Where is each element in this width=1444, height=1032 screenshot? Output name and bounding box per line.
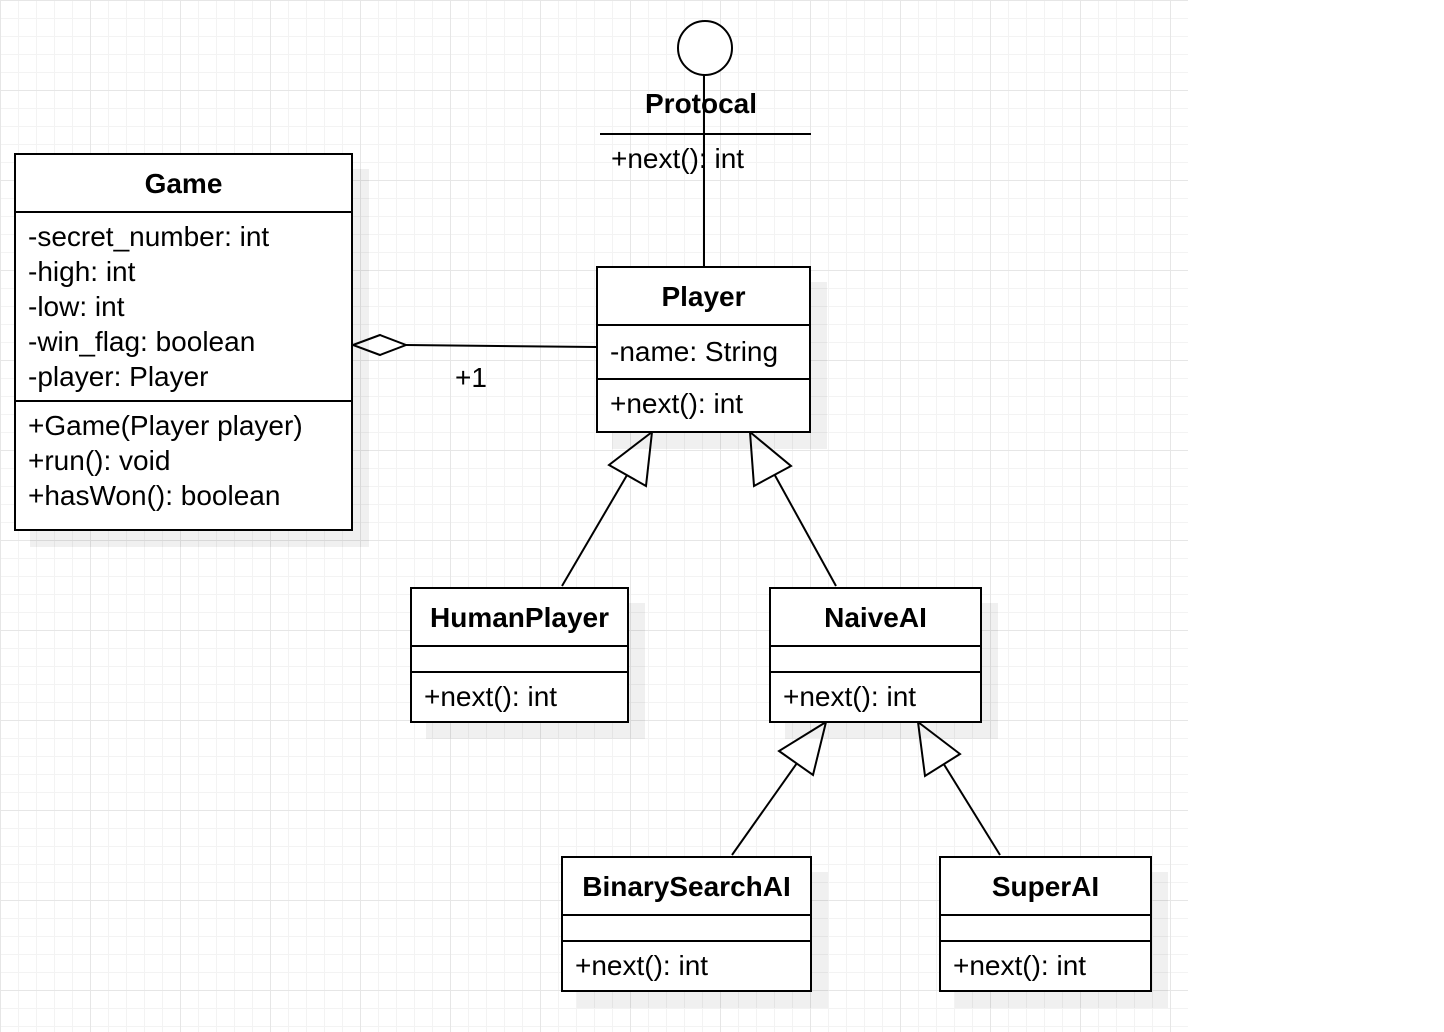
aggregation-multiplicity: +1 — [455, 362, 487, 393]
class-superai-operations: +next(): int — [941, 942, 1150, 989]
protocol-operation: +next(): int — [611, 143, 745, 174]
class-binarysearchai-operations: +next(): int — [563, 942, 810, 989]
operation: +next(): int — [953, 950, 1087, 981]
generalization-line-binarysearchai — [731, 755, 803, 856]
class-game-operations: +Game(Player player) +run(): void +hasWo… — [16, 402, 351, 519]
class-binarysearchai-attributes — [563, 916, 810, 942]
interface-lollipop-icon — [677, 20, 733, 76]
attribute: -secret_number: int — [28, 221, 270, 252]
attribute: -low: int — [28, 291, 125, 322]
operation: +Game(Player player) — [28, 410, 303, 441]
operation: +next(): int — [783, 681, 917, 712]
class-game[interactable]: Game -secret_number: int -high: int -low… — [14, 153, 353, 531]
generalization-line-humanplayer — [561, 469, 631, 587]
class-superai-name: SuperAI — [941, 858, 1150, 916]
class-naiveai-attributes — [771, 647, 980, 673]
class-game-attributes: -secret_number: int -high: int -low: int… — [16, 213, 351, 402]
class-superai[interactable]: SuperAI +next(): int — [939, 856, 1152, 992]
class-binarysearchai[interactable]: BinarySearchAI +next(): int — [561, 856, 812, 992]
class-game-name: Game — [16, 155, 351, 213]
class-binarysearchai-name: BinarySearchAI — [563, 858, 810, 916]
class-superai-attributes — [941, 916, 1150, 942]
operation: +hasWon(): boolean — [28, 480, 281, 511]
operation: +next(): int — [575, 950, 709, 981]
generalization-line-naiveai — [771, 469, 837, 587]
class-humanplayer-operations: +next(): int — [412, 673, 627, 720]
class-player-name: Player — [598, 268, 809, 326]
class-naiveai[interactable]: NaiveAI +next(): int — [769, 587, 982, 723]
class-player-operations: +next(): int — [598, 380, 809, 427]
aggregation-diamond-icon — [350, 333, 409, 357]
protocol-name: Protocal — [645, 88, 758, 119]
generalization-arrow-icon — [916, 719, 962, 778]
operation: +next(): int — [610, 388, 744, 419]
class-player-attributes: -name: String — [598, 326, 809, 380]
class-humanplayer-attributes — [412, 647, 627, 673]
operation: +next(): int — [424, 681, 558, 712]
class-naiveai-operations: +next(): int — [771, 673, 980, 720]
generalization-arrow-icon — [777, 719, 828, 777]
aggregation-line — [405, 344, 597, 348]
class-player[interactable]: Player -name: String +next(): int — [596, 266, 811, 433]
operation: +run(): void — [28, 445, 171, 476]
attribute: -name: String — [610, 336, 779, 367]
class-humanplayer-name: HumanPlayer — [412, 589, 627, 647]
attribute: -player: Player — [28, 361, 209, 392]
attribute: -high: int — [28, 256, 136, 287]
generalization-line-superai — [939, 757, 1001, 856]
attribute: -win_flag: boolean — [28, 326, 256, 357]
class-humanplayer[interactable]: HumanPlayer +next(): int — [410, 587, 629, 723]
class-naiveai-name: NaiveAI — [771, 589, 980, 647]
generalization-arrow-icon — [607, 429, 654, 488]
generalization-arrow-icon — [748, 429, 793, 488]
